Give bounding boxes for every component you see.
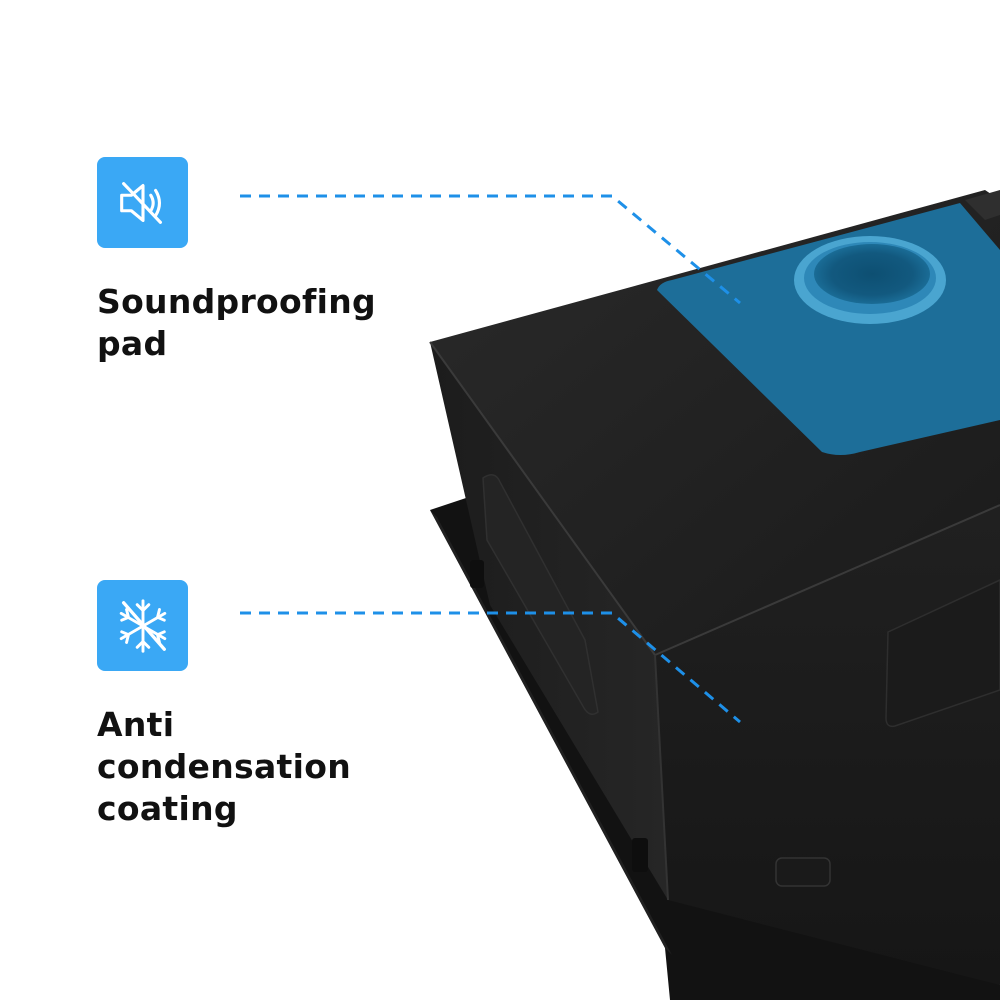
condensation-label-line1: Anti condensation xyxy=(97,705,351,786)
condensation-label: Anti condensation coating xyxy=(97,704,427,830)
side-emboss xyxy=(482,474,599,715)
soundproofing-label-line2: pad xyxy=(97,324,168,363)
condensation-label-line2: coating xyxy=(97,789,238,828)
snowflake-crossed-icon xyxy=(119,598,166,653)
front-emboss xyxy=(885,579,1000,728)
speaker-muted-icon xyxy=(119,181,162,224)
soundproofing-icon-badge xyxy=(97,157,188,248)
soundproofing-label: Soundproofing pad xyxy=(97,281,427,365)
leader-line-condensation xyxy=(240,611,741,724)
mount-clip xyxy=(470,560,484,588)
soundproofing-label-line1: Soundproofing xyxy=(97,282,376,321)
condensation-icon-badge xyxy=(97,580,188,671)
leader-line-soundproofing xyxy=(240,194,741,305)
drain-hole xyxy=(814,244,930,304)
